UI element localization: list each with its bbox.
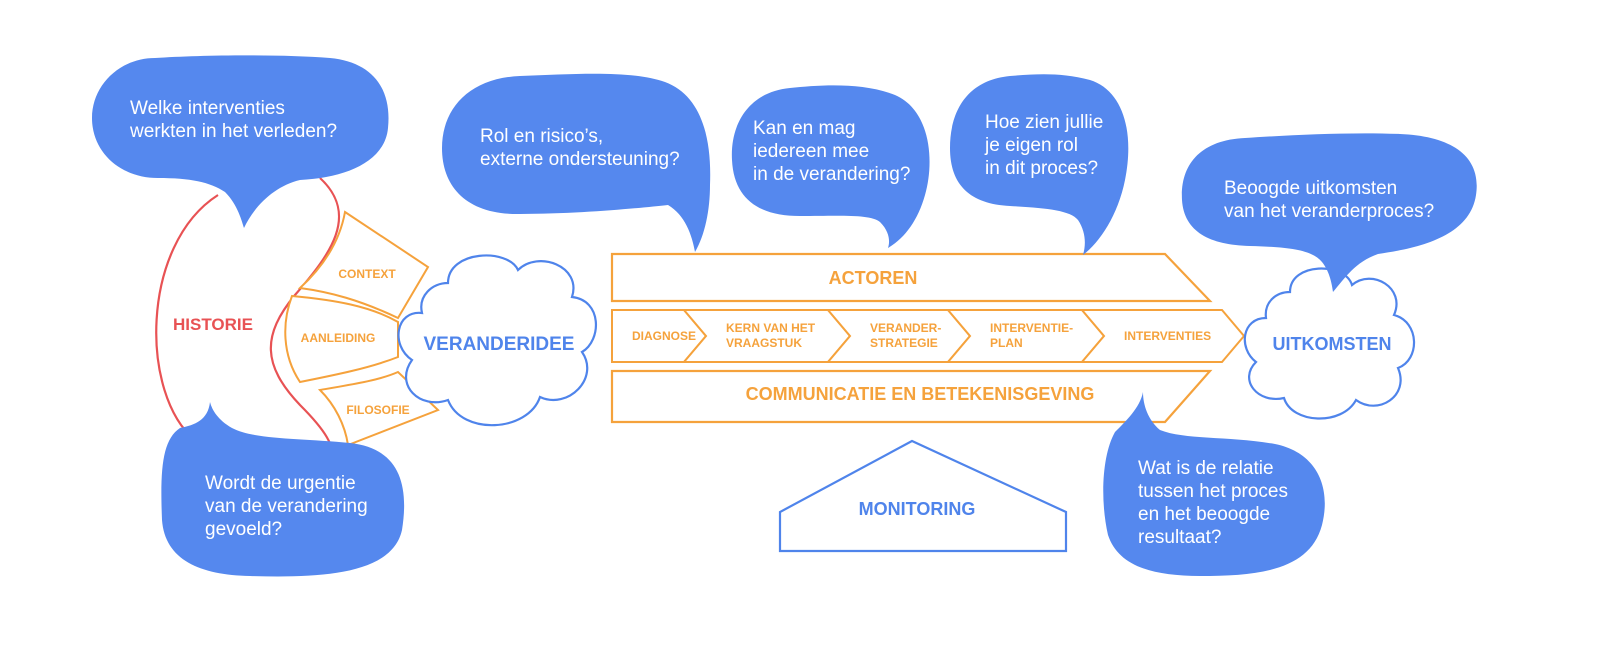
veranderidee-label: VERANDERIDEE (424, 334, 575, 355)
speech-bubble-verleden (92, 55, 389, 228)
context-label: CONTEXT (338, 267, 396, 281)
speech-bubble-rol-risico (442, 73, 711, 252)
speech-text-iedereen: Kan en mag iedereen mee in de veranderin… (753, 118, 910, 185)
speech-text-eigen-rol: Hoe zien jullie je eigen rol in dit proc… (984, 112, 1109, 179)
step-label-4: INTERVENTIE-PLAN (990, 321, 1073, 350)
speech-bubble-iedereen (731, 85, 930, 249)
step-label-3: VERANDER-STRATEGIE (870, 321, 941, 350)
step-chevron-4 (945, 309, 1106, 363)
actoren-arrow (610, 252, 1213, 303)
speech-text-rol-risico: Rol en risico’s, externe ondersteuning? (480, 126, 680, 170)
historie-divider (269, 177, 341, 469)
filosofie-label: FILOSOFIE (346, 403, 409, 417)
monitoring-shape (778, 439, 1068, 553)
historie-label: HISTORIE (173, 315, 253, 334)
veranderidee-cloud (397, 254, 597, 427)
speech-text-relatie: Wat is de relatie tussen het proces en h… (1138, 458, 1293, 548)
speech-bubble-uitkomsten (1181, 133, 1477, 292)
communicatie-arrow (610, 369, 1213, 424)
aanleiding-shape (284, 294, 399, 384)
aanleiding-label: AANLEIDING (301, 331, 376, 345)
speech-text-urgentie: Wordt de urgentie van de verandering gev… (205, 473, 373, 540)
step-chevron-5 (1079, 309, 1246, 363)
monitoring-label: MONITORING (859, 499, 976, 519)
actoren-label: ACTOREN (829, 268, 918, 288)
context-shape (297, 210, 430, 320)
speech-text-uitkomsten: Beoogde uitkomsten van het veranderproce… (1224, 178, 1434, 222)
speech-bubble-urgentie (161, 402, 405, 577)
speech-bubble-eigen-rol (950, 74, 1129, 255)
step-label-5: INTERVENTIES (1124, 329, 1211, 343)
uitkomsten-cloud (1243, 267, 1416, 420)
historie-outline (155, 194, 219, 441)
communicatie-label: COMMUNICATIE EN BETEKENISGEVING (746, 384, 1095, 404)
speech-bubble-relatie (1103, 392, 1325, 576)
step-label-1: DIAGNOSE (632, 329, 696, 343)
speech-text-verleden: Welke interventies werkten in het verled… (129, 98, 337, 142)
uitkomsten-label: UITKOMSTEN (1273, 334, 1392, 354)
